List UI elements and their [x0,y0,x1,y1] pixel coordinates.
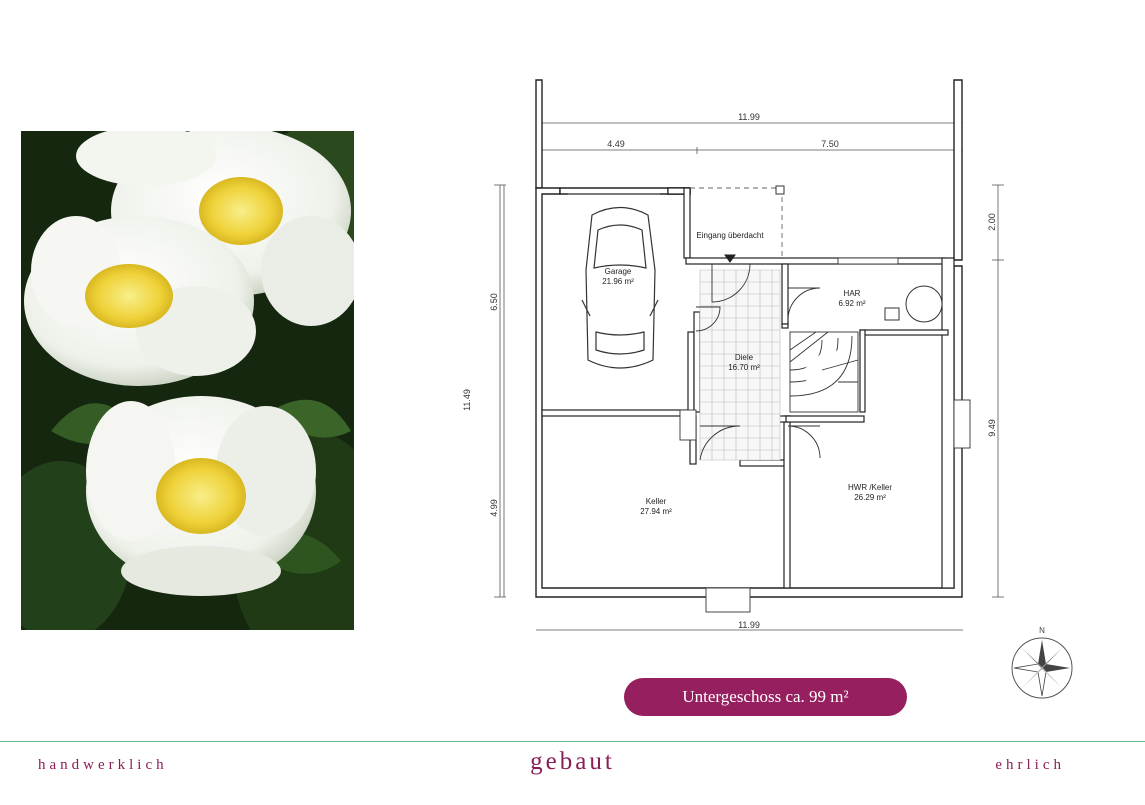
dim-right-upper: 2.00 [987,213,997,231]
room-garage-name: Garage [605,267,632,276]
dim-top-left: 4.49 [607,139,625,149]
floor-plan: 11.99 4.49 7.50 11.99 11.49 6.50 4.99 2.… [460,70,1020,710]
room-keller-name: Keller [646,497,667,506]
floor-badge: Untergeschoss ca. 99 m² [624,678,907,716]
north-label: N [1039,626,1045,635]
entrance-label: Eingang überdacht [696,231,764,240]
footer-right: ehrlich [995,757,1065,773]
footer-left: handwerklich [38,757,168,773]
dim-top-right: 7.50 [821,139,839,149]
dim-bottom-total: 11.99 [738,620,760,630]
room-har-name: HAR [844,289,861,298]
car-icon [581,206,659,369]
dim-right-lower: 9.49 [987,419,997,437]
compass-icon: N [1008,624,1076,700]
dim-left-total: 11.49 [462,389,472,411]
dim-left-lower: 4.99 [489,499,499,517]
tile-grid [699,269,781,461]
room-diele-name: Diele [735,353,754,362]
footer-divider [0,741,1145,742]
room-diele-area: 16.70 m² [728,363,760,372]
room-har-area: 6.92 m² [838,299,865,308]
room-hwr-name: HWR /Keller [848,483,892,492]
peony-photo [21,131,354,630]
dim-top-total: 11.99 [738,112,760,122]
dim-left-upper: 6.50 [489,293,499,311]
room-garage-area: 21.96 m² [602,277,634,286]
footer-center: gebaut [530,748,615,775]
dimension-lines [494,122,1004,631]
room-hwr-area: 26.29 m² [854,493,886,502]
staircase [789,331,859,413]
room-keller-area: 27.94 m² [640,507,672,516]
